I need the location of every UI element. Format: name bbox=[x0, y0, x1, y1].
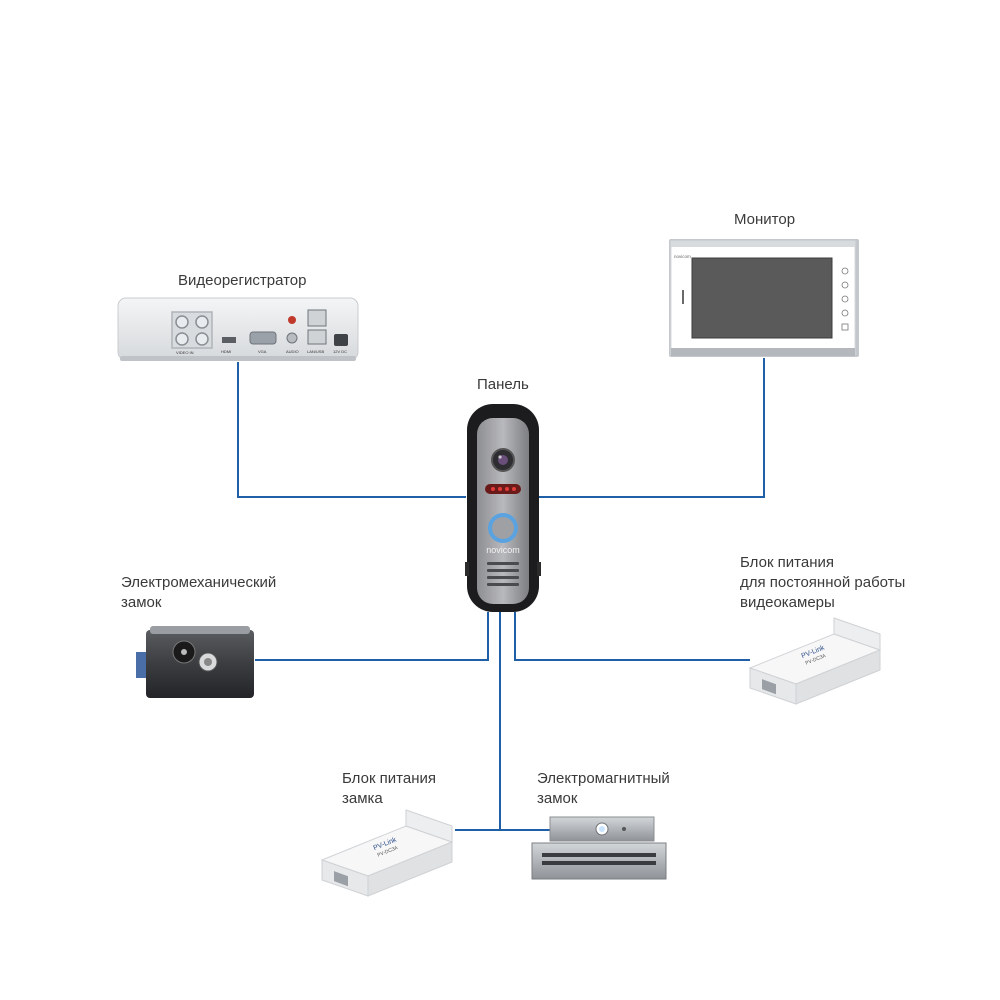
vga-port bbox=[249, 331, 277, 345]
psu-lock-terminal bbox=[334, 871, 348, 887]
audio-out-port bbox=[288, 316, 296, 324]
psu-lock-label-line1: Блок питания bbox=[342, 770, 436, 787]
electromechanical-lock-device bbox=[136, 626, 254, 698]
hdmi-port bbox=[222, 337, 236, 343]
audio-in-port bbox=[286, 332, 298, 344]
wire-monitor-panel bbox=[536, 358, 765, 498]
psu-camera-device: PV-Link PV-DC3A bbox=[748, 617, 882, 705]
monitor-screen bbox=[691, 257, 833, 339]
panel-brand: novicom bbox=[486, 545, 520, 555]
psu-lock-label-line2: замка bbox=[342, 790, 383, 807]
dvr-port-label-hdmi: HDMI bbox=[221, 349, 231, 354]
usb-ports bbox=[307, 329, 327, 345]
emag-lock-label-line1: Электромагнитный bbox=[537, 770, 670, 787]
wire-emech-lock-panel bbox=[255, 612, 489, 661]
lan-port bbox=[307, 309, 327, 327]
psu-camera-terminal bbox=[762, 679, 776, 695]
emag-lock-label: Электромагнитный замок bbox=[537, 769, 670, 809]
ir-led-strip bbox=[485, 484, 521, 494]
dc-power-port bbox=[334, 334, 348, 346]
monitor-label: Монитор bbox=[734, 211, 796, 228]
dvr-label: Видеорегистратор bbox=[178, 272, 307, 289]
dvr-device: VIDEO IN HDMI VGA AUDIO LAN/USB 12V DC bbox=[117, 297, 359, 361]
psu-camera-label: Блок питания для постоянной работы видео… bbox=[740, 553, 905, 613]
psu-lock-label: Блок питания замка bbox=[342, 769, 436, 809]
dvr-port-label-vga: VGA bbox=[258, 349, 267, 354]
speaker-grille bbox=[487, 562, 519, 586]
dvr-port-label-audio: AUDIO bbox=[286, 349, 299, 354]
emech-lock-label-line2: замок bbox=[121, 594, 162, 611]
monitor-brand: novicom bbox=[674, 254, 691, 259]
psu-camera-label-line1: Блок питания bbox=[740, 554, 834, 571]
monitor-buttons bbox=[841, 267, 849, 331]
dvr-port-label-video: VIDEO IN bbox=[176, 350, 194, 355]
emech-lock-label-line1: Электромеханический bbox=[121, 574, 277, 591]
monitor-device: novicom bbox=[669, 239, 859, 357]
psu-lock-device: PV-Link PV-DC3A bbox=[320, 809, 454, 897]
electromagnetic-lock-device bbox=[531, 816, 667, 880]
emag-lock-label-line2: замок bbox=[537, 790, 578, 807]
emech-lock-label: Электромеханический замок bbox=[121, 573, 276, 613]
door-panel-device: novicom bbox=[465, 404, 541, 612]
dvr-port-label-dc: 12V DC bbox=[333, 349, 347, 354]
psu-camera-label-line3: видеокамеры bbox=[740, 594, 835, 611]
video-in-connectors bbox=[171, 311, 213, 349]
psu-camera-label-line2: для постоянной работы bbox=[740, 574, 906, 591]
dvr-port-label-lan: LAN/USB bbox=[307, 349, 324, 354]
wire-psu-camera-panel bbox=[514, 612, 750, 661]
wire-dvr-panel bbox=[237, 362, 466, 498]
panel-label: Панель bbox=[477, 376, 529, 393]
